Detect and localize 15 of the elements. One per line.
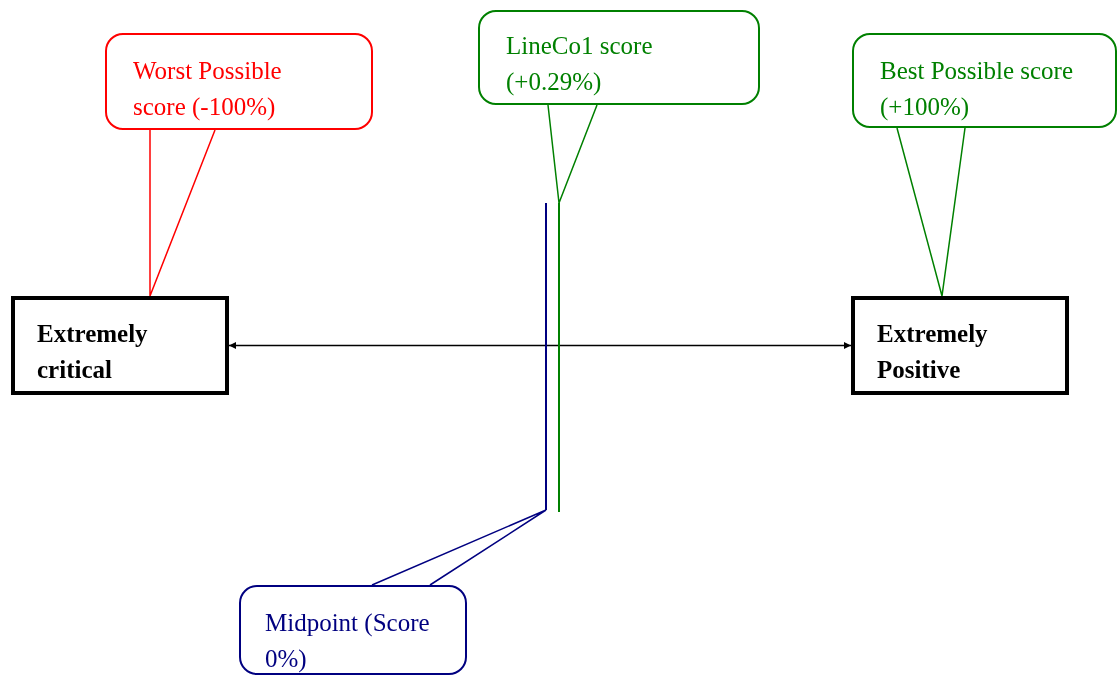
callout-text: Extremely Positive xyxy=(877,319,989,385)
callout-text: Extremely critical xyxy=(37,319,149,385)
speech-callout xyxy=(852,33,1117,128)
callout-text: LineCo1 score (+0.29%) xyxy=(506,31,654,98)
speech-callout xyxy=(239,585,467,675)
callout-text: Midpoint (Score 0%) xyxy=(265,608,431,675)
double-arrow xyxy=(228,342,852,349)
speech-callout xyxy=(478,10,760,105)
callout-text: Best Possible score (+100%) xyxy=(880,56,1075,123)
midpoint-line xyxy=(545,203,547,510)
score-line xyxy=(558,203,560,512)
scale-end-box xyxy=(851,296,1069,395)
callout-text: Worst Possible score (-100%) xyxy=(133,56,283,123)
speech-callout xyxy=(105,33,373,130)
scale-end-box xyxy=(11,296,229,395)
